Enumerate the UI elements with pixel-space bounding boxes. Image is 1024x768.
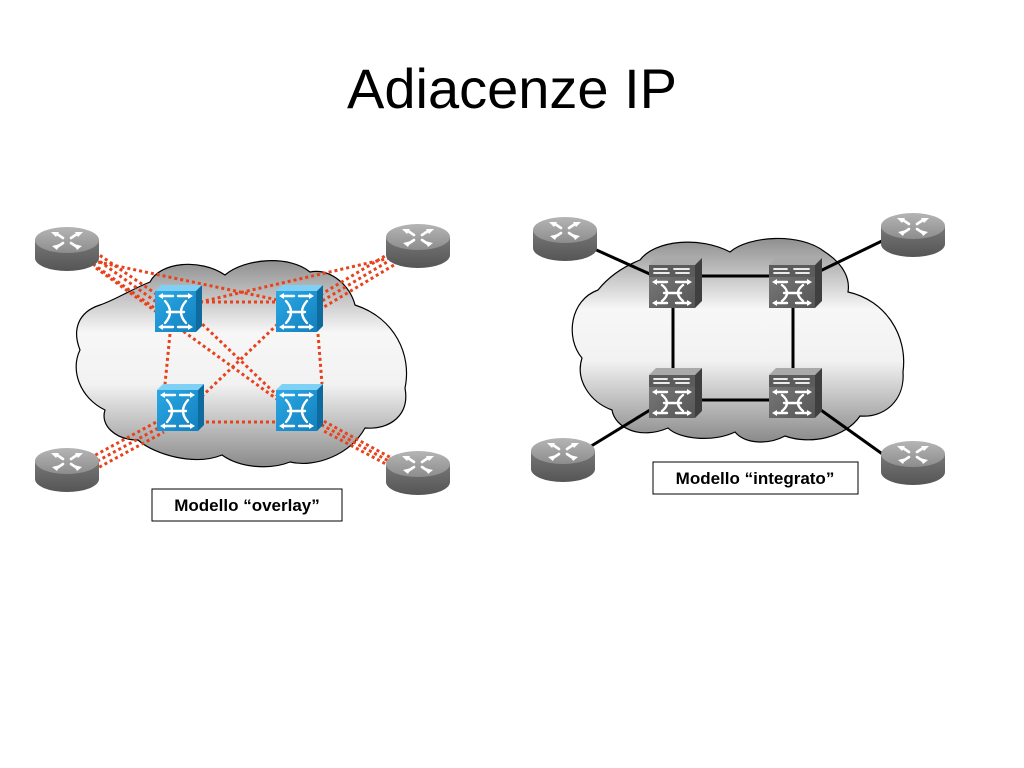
atm-switch-icon [274, 284, 324, 334]
overlay-caption-text: Modello “overlay” [174, 496, 319, 515]
integrated-network-cloud [571, 237, 905, 443]
atm-switch-icon [274, 383, 324, 433]
page-title: Adiacenze IP [347, 57, 677, 120]
integrated-links [587, 238, 889, 460]
router-icon [531, 216, 599, 263]
router-icon [879, 212, 947, 259]
overlay-caption: Modello “overlay” [151, 488, 343, 522]
atm-switch-icon [155, 383, 205, 433]
label-switch-router-icon [767, 257, 823, 309]
label-switch-router-icon [647, 367, 703, 419]
router-icon [384, 450, 452, 497]
router-icon [384, 223, 452, 270]
integrated-caption-text: Modello “integrato” [676, 469, 835, 488]
integrated-caption: Modello “integrato” [652, 461, 859, 495]
router-icon [33, 447, 101, 494]
label-switch-router-icon [767, 367, 823, 419]
router-icon [529, 437, 597, 484]
router-icon [33, 226, 101, 273]
atm-switch-icon [153, 284, 203, 334]
integrated-model: Modello “integrato” [529, 212, 947, 495]
overlay-model: Modello “overlay” [33, 223, 452, 522]
label-switch-router-icon [647, 257, 703, 309]
router-icon [879, 440, 947, 487]
